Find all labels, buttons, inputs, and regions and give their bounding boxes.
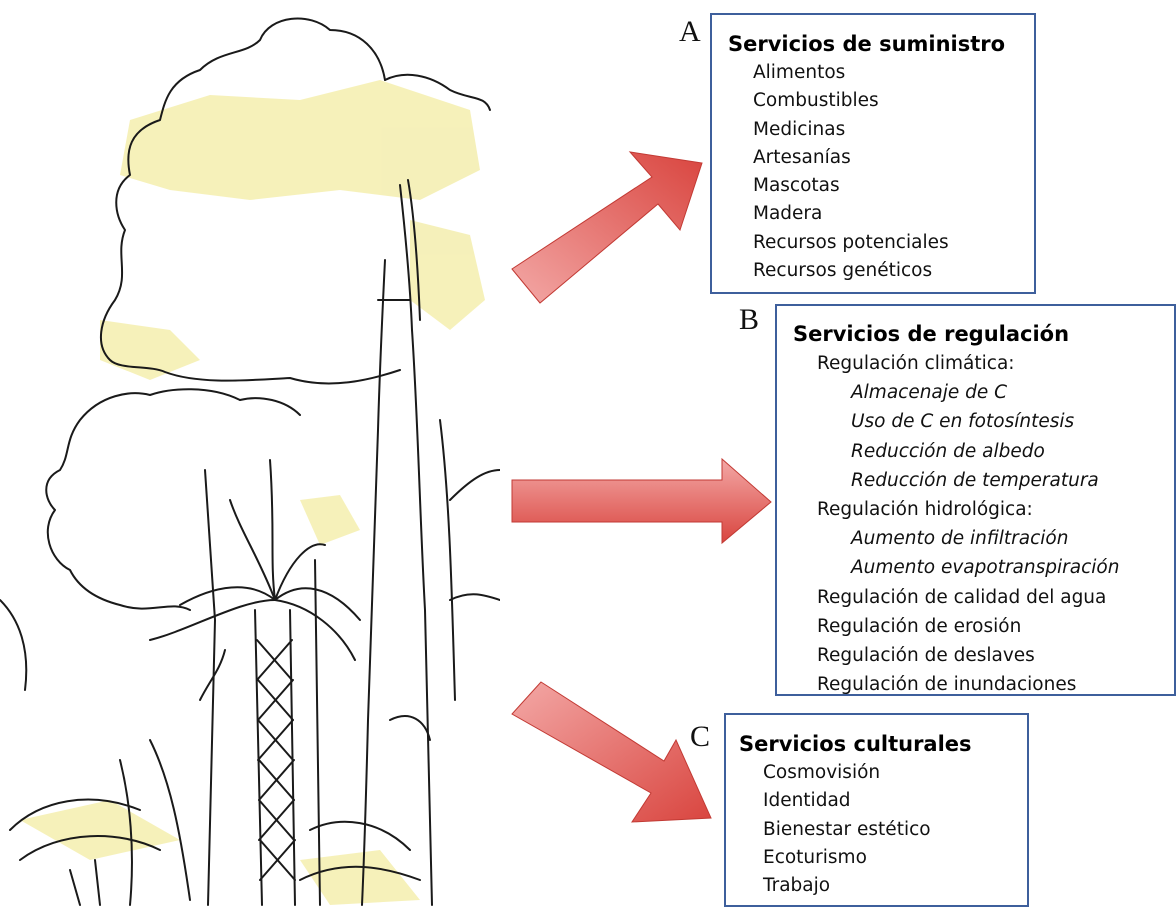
box-a-item: Artesanías: [753, 146, 851, 168]
box-a-item: Recursos potenciales: [753, 231, 949, 253]
box-servicios-suministro: Servicios de suministro Alimentos Combus…: [710, 13, 1036, 294]
box-a-item: Alimentos: [753, 62, 846, 83]
box-c-item: Bienestar estético: [763, 818, 931, 840]
box-a-item: Combustibles: [753, 90, 879, 112]
box-c-item: Ecoturismo: [763, 846, 867, 868]
box-c-item: Trabajo: [763, 875, 831, 897]
box-b-item: Regulación de calidad del agua: [817, 586, 1107, 608]
box-b-subitem: Uso de C en fotosíntesis: [851, 411, 1075, 433]
box-a-item: Mascotas: [753, 175, 840, 197]
box-b-item: Regulación de erosión: [817, 615, 1022, 637]
box-a-item: Medicinas: [753, 118, 846, 140]
box-c-item: Identidad: [763, 790, 851, 812]
arrow-to-box-c: [511, 681, 712, 823]
box-servicios-culturales: Servicios culturales Cosmovisión Identid…: [724, 713, 1029, 907]
box-b-title: Servicios de regulación: [793, 322, 1070, 346]
box-b-item: Regulación hidrológica:: [817, 499, 1033, 521]
box-b-item: Regulación de inundaciones: [817, 674, 1077, 696]
arrow-to-box-a: [511, 151, 703, 304]
panel-letter-a: A: [679, 15, 701, 48]
panel-letter-c: C: [690, 720, 711, 753]
box-a-title: Servicios de suministro: [728, 32, 1006, 56]
box-b-subitem: Reducción de temperatura: [851, 469, 1099, 491]
box-a-item: Recursos genéticos: [753, 260, 933, 282]
forest-illustration: [0, 17, 500, 906]
box-b-subitem: Aumento de infiltración: [851, 528, 1069, 550]
box-a-item: Madera: [753, 203, 823, 225]
box-c-title: Servicios culturales: [739, 732, 972, 756]
box-servicios-regulacion: Servicios de regulación Regulación climá…: [775, 304, 1176, 696]
panel-letter-b: B: [739, 303, 760, 336]
box-b-subitem: Reducción de albedo: [851, 440, 1045, 462]
box-b-subitem: Aumento evapotranspiración: [851, 557, 1120, 579]
box-b-subitem: Almacenaje de C: [851, 382, 1008, 404]
box-c-item: Cosmovisión: [763, 762, 881, 783]
box-b-item: Regulación climática:: [817, 353, 1015, 374]
arrow-to-box-b: [511, 457, 772, 545]
box-b-item: Regulación de deslaves: [817, 645, 1035, 667]
